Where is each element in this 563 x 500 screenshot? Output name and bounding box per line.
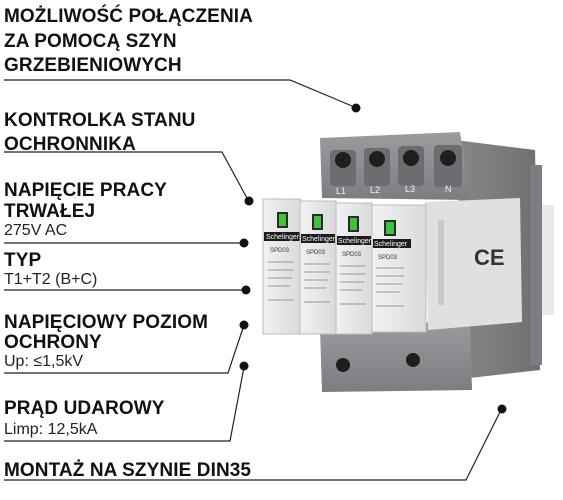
callout-line-mount xyxy=(4,409,502,481)
terminal-screw-n-icon xyxy=(440,150,456,166)
module-model-3: SPD03 xyxy=(342,252,362,258)
bottom-terminal-block xyxy=(320,320,472,392)
terminal-screw-l2-icon xyxy=(369,151,385,167)
module-brand-1: Schelinger xyxy=(266,234,300,241)
module-brand-2: Schelinger xyxy=(302,236,336,243)
terminal-label-l3: L3 xyxy=(405,184,415,194)
label-protection-line2: OCHRONY xyxy=(4,332,102,353)
terminal-block xyxy=(320,132,470,200)
bottom-screw-2-icon xyxy=(406,353,420,367)
label-mount-title: MONTAŻ NA SZYNIE DIN35 xyxy=(4,460,252,481)
status-indicator-4 xyxy=(386,222,394,234)
module-model-2: SPD03 xyxy=(306,250,326,256)
label-indicator-line2: OCHRONNIKA xyxy=(4,134,136,155)
base-print-strip xyxy=(438,220,444,305)
label-type-value: T1+T2 (B+C) xyxy=(4,271,98,288)
label-connection-line1: MOŻLIWOŚĆ POŁĄCZENIA xyxy=(4,6,253,27)
label-surge-title: PRĄD UDAROWY xyxy=(4,398,165,419)
callout-dot-mount xyxy=(497,404,507,414)
module-brand-3: Schelinger xyxy=(338,238,372,245)
module-model-4: SPD03 xyxy=(378,255,398,261)
label-indicator-line1: KONTROLKA STANU xyxy=(4,110,196,131)
callout-dot-type xyxy=(241,285,251,295)
callout-dot-protection xyxy=(239,320,249,330)
module-model-1: SPD03 xyxy=(270,248,290,254)
module-spec-lines xyxy=(268,261,404,307)
plug-in-module-3: Schelinger SPD03 xyxy=(335,202,373,335)
label-connection-line2: ZA POMOCĄ SZYN xyxy=(4,31,177,52)
plug-in-module-1: Schelinger SPD03 xyxy=(262,198,302,335)
label-connection-line3: GRZEBIENIOWYCH xyxy=(4,55,182,76)
label-protection-value: Up: ≤1,5kV xyxy=(4,353,84,370)
terminal-label-l2: L2 xyxy=(370,185,380,195)
callout-dot-indicator xyxy=(244,196,254,206)
callout-line-indicator xyxy=(4,151,249,201)
status-indicator-2 xyxy=(314,216,321,228)
base-panel xyxy=(425,198,522,330)
callout-dot-surge xyxy=(239,361,249,371)
label-surge-value: Limp: 12,5kA xyxy=(4,421,98,438)
ce-mark: CE xyxy=(474,245,505,270)
callout-dot-connection xyxy=(351,103,361,113)
terminal-screw-l3-icon xyxy=(403,150,419,166)
label-type-title: TYP xyxy=(4,250,42,271)
status-indicator-3 xyxy=(350,218,357,230)
terminal-label-n: N xyxy=(445,184,452,194)
plug-in-module-2: Schelinger SPD03 xyxy=(299,200,337,335)
callout-line-protection xyxy=(4,327,244,374)
label-voltage-value: 275V AC xyxy=(4,222,68,239)
module-brand-4: Schelinger xyxy=(374,241,408,248)
callout-line-surge xyxy=(4,366,245,442)
status-indicator-1 xyxy=(279,214,286,226)
housing-right-edge xyxy=(530,165,542,365)
bottom-screw-1-icon xyxy=(336,358,350,372)
terminal-screw-l1-icon xyxy=(335,152,351,168)
label-voltage-line1: NAPIĘCIE PRACY xyxy=(4,180,167,201)
label-protection-line1: NAPIĘCIOWY POZIOM xyxy=(4,312,209,333)
callout-line-connection xyxy=(4,79,353,107)
callout-dot-voltage xyxy=(239,238,249,248)
terminal-label-l1: L1 xyxy=(336,186,346,196)
label-voltage-line2: TRWAŁEJ xyxy=(4,201,96,222)
